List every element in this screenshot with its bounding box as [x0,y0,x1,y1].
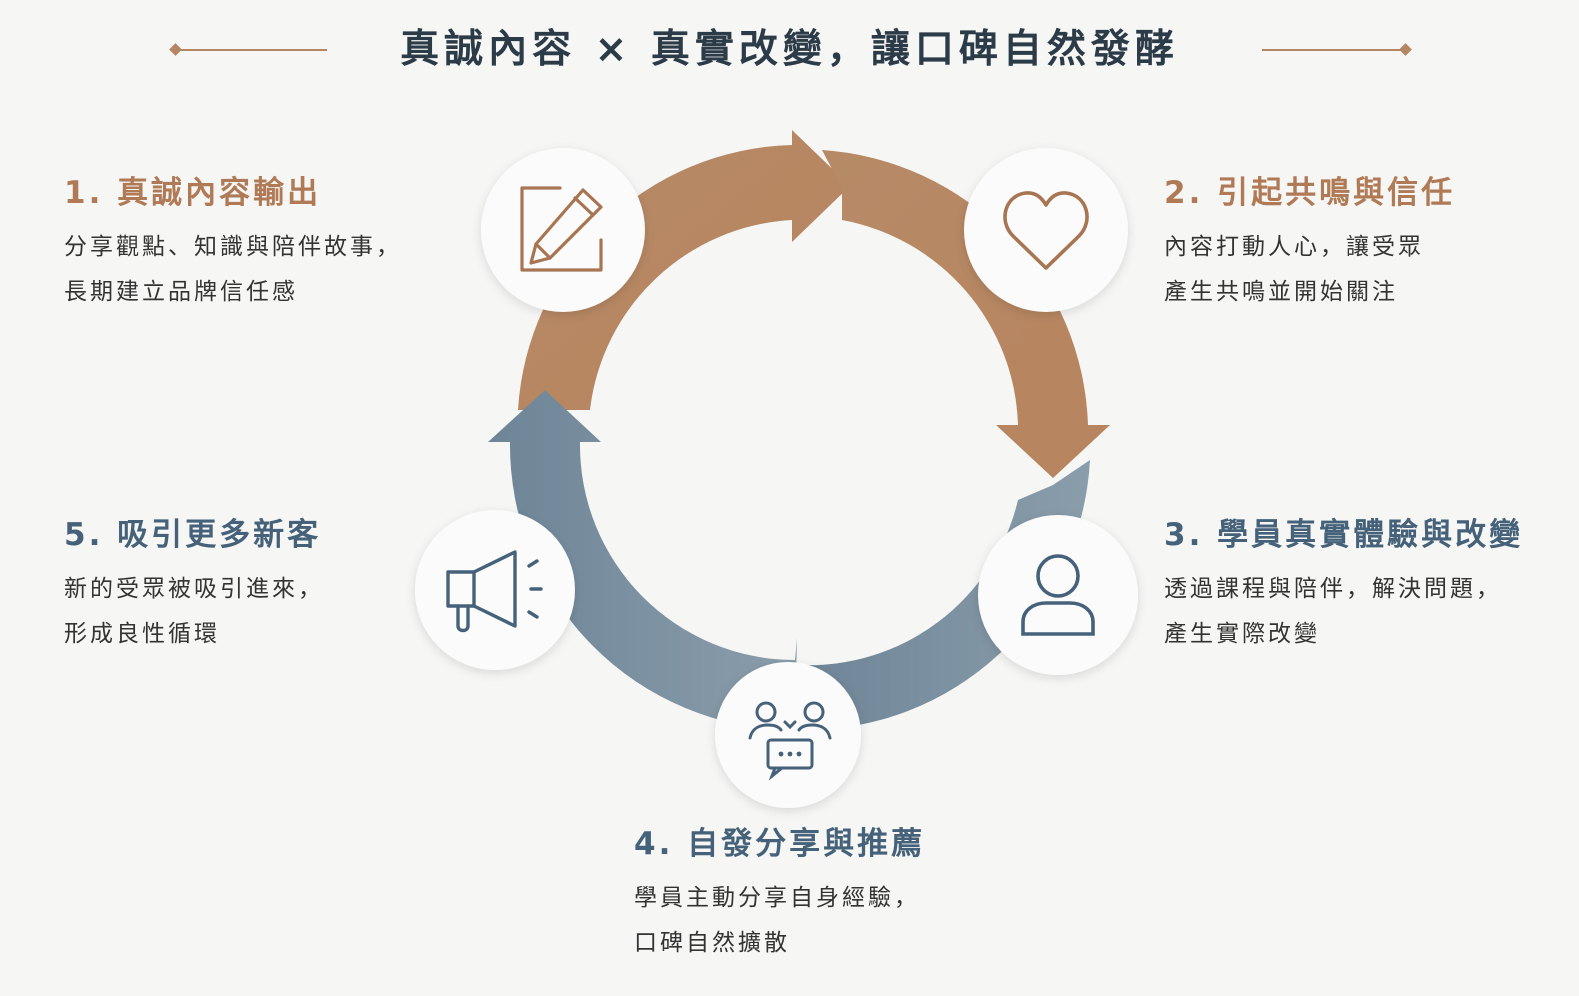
cycle-arrow-warm-right [822,150,1110,478]
step-4-title: 4. 自發分享與推薦 [634,826,926,862]
step-4-description: 學員主動分享自身經驗， 口碑自然擴散 [634,876,925,966]
step-1-line-1: 分享觀點、知識與陪伴故事， [64,234,402,260]
step-3-title: 3. 學員真實體驗與改變 [1164,517,1524,553]
step-2: 2. 引起共鳴與信任 內容打動人心，讓受眾 產生共鳴並開始關注 [1164,171,1455,315]
step-4: 4. 自發分享與推薦 學員主動分享自身經驗， 口碑自然擴散 [634,822,925,966]
step-4-line-1: 學員主動分享自身經驗， [634,885,920,911]
step-5-line-2: 形成良性循環 [64,621,220,647]
step-1-description: 分享觀點、知識與陪伴故事， 長期建立品牌信任感 [64,225,402,315]
step-3: 3. 學員真實體驗與改變 透過課程與陪伴，解決問題， 產生實際改變 [1164,513,1523,657]
user-icon [1021,554,1095,636]
cycle-arrow-cool-left [488,390,797,730]
step-5: 5. 吸引更多新客 新的受眾被吸引進來， 形成良性循環 [64,513,324,657]
icon-node-1 [481,148,645,312]
page-title: 真誠內容 × 真實改變，讓口碑自然發酵 [400,27,1179,72]
heart-icon [1003,191,1089,270]
step-2-line-1: 內容打動人心，讓受眾 [1164,234,1424,260]
step-1-title: 1. 真誠內容輸出 [64,175,322,211]
step-1: 1. 真誠內容輸出 分享觀點、知識與陪伴故事， 長期建立品牌信任感 [64,171,402,315]
icon-node-5 [415,510,575,670]
step-2-title: 2. 引起共鳴與信任 [1164,175,1456,211]
icon-node-2 [964,148,1128,312]
chat-dots [778,751,802,757]
step-5-title: 5. 吸引更多新客 [64,517,322,553]
step-3-line-1: 透過課程與陪伴，解決問題， [1164,576,1502,602]
step-3-description: 透過課程與陪伴，解決問題， 產生實際改變 [1164,567,1523,657]
step-4-line-2: 口碑自然擴散 [634,930,790,956]
cycle-arrow-warm-left [518,130,850,410]
people-chat-icon [748,701,832,781]
step-1-line-2: 長期建立品牌信任感 [64,279,298,305]
header: 真誠內容 × 真實改變，讓口碑自然發酵 [0,22,1579,78]
step-2-line-2: 產生共鳴並開始關注 [1164,279,1398,305]
icon-node-4 [715,662,861,808]
edit-pencil-icon [520,186,603,272]
step-5-description: 新的受眾被吸引進來， 形成良性循環 [64,567,324,657]
title-decoration-right [1262,49,1406,51]
step-2-description: 內容打動人心，讓受眾 產生共鳴並開始關注 [1164,225,1455,315]
megaphone-icon [446,550,543,633]
step-3-line-2: 產生實際改變 [1164,621,1320,647]
step-5-line-1: 新的受眾被吸引進來， [64,576,324,602]
title-decoration-left [175,49,327,51]
